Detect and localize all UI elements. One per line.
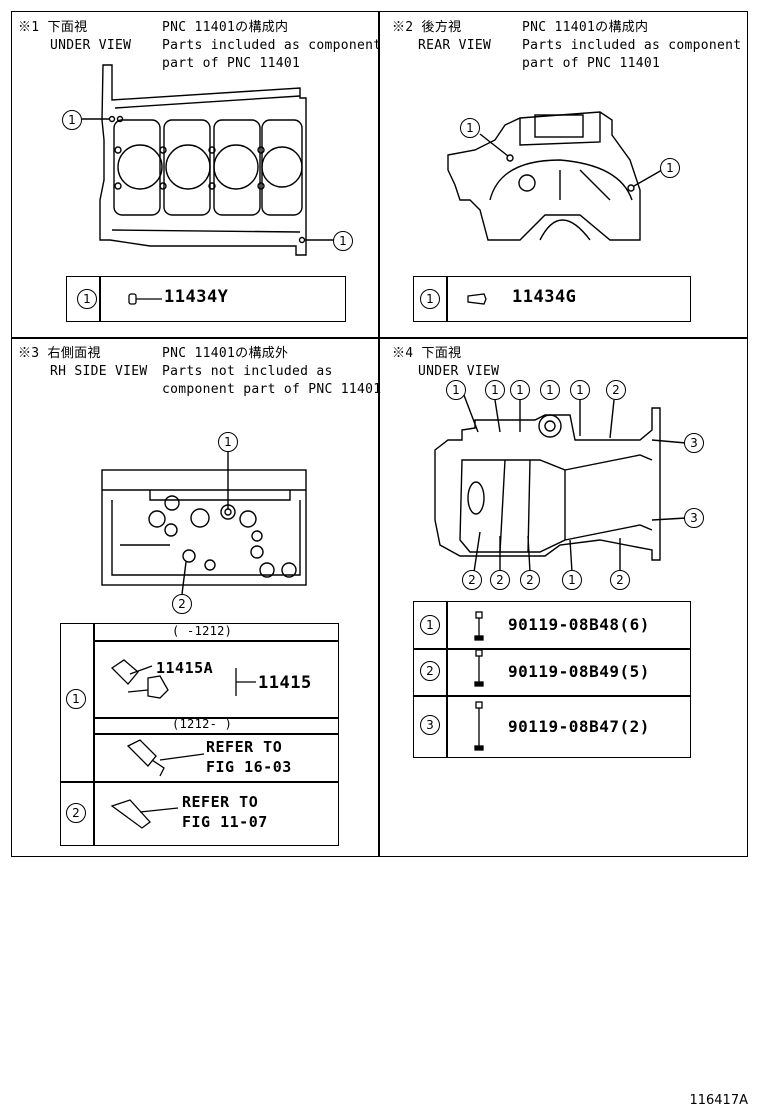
part-number: 90119-08B49(5) xyxy=(508,662,650,681)
table-divider xyxy=(446,277,448,321)
callout-1: 1 xyxy=(570,380,590,400)
callout-3: 3 xyxy=(684,433,704,453)
callout-1: 1 xyxy=(510,380,530,400)
part-number: 90119-08B47(2) xyxy=(508,717,650,736)
row-callout: 3 xyxy=(420,715,440,735)
table-divider xyxy=(446,602,448,757)
panel1-desc2: part of PNC 11401 xyxy=(162,56,301,71)
panel1-mark: ※1 下面視 xyxy=(18,20,88,35)
panel2-desc1: Parts included as component xyxy=(522,38,742,53)
panel3-pnc: PNC 11401の構成外 xyxy=(162,346,289,361)
vertical-divider xyxy=(378,11,380,857)
table-divider xyxy=(93,624,95,845)
row-callout-1: 1 xyxy=(66,689,86,709)
row-callout: 2 xyxy=(420,661,440,681)
pin-icon xyxy=(467,293,487,305)
part-number: 90119-08B48(6) xyxy=(508,615,650,634)
panel4-parts-table xyxy=(413,601,691,758)
panel3-desc2: component part of PNC 11401 xyxy=(162,382,382,397)
range-label-before: ( -1212) xyxy=(172,624,233,638)
row-callout-1: 1 xyxy=(77,289,97,309)
sensor-parts-drawing xyxy=(110,659,256,829)
row-callout: 1 xyxy=(420,615,440,635)
oil-pan-under-view-drawing xyxy=(434,389,687,573)
callout-1: 1 xyxy=(218,432,238,452)
panel1-parts-table xyxy=(66,276,346,322)
panel3-parts-table xyxy=(60,623,339,846)
plug-icon xyxy=(128,293,162,305)
row-callout-1: 1 xyxy=(420,289,440,309)
panel2-pnc: PNC 11401の構成内 xyxy=(522,20,649,35)
refer-link-line1[interactable]: REFER TO xyxy=(182,793,259,811)
part-number: 11434Y xyxy=(164,287,229,307)
table-divider xyxy=(93,640,338,642)
panel2-parts-table xyxy=(413,276,691,322)
panel4-view: UNDER VIEW xyxy=(418,364,500,379)
figure-id: 116417A xyxy=(689,1093,748,1108)
callout-2: 2 xyxy=(462,570,482,590)
panel3-desc1: Parts not included as xyxy=(162,364,333,379)
callout-1: 1 xyxy=(660,158,680,178)
panel3-mark: ※3 右側面視 xyxy=(18,346,101,361)
engine-block-under-view-drawing xyxy=(82,64,334,256)
callout-1: 1 xyxy=(485,380,505,400)
main-part-number: 11415 xyxy=(258,673,312,693)
table-divider xyxy=(93,717,338,719)
panel4-mark: ※4 下面視 xyxy=(392,346,462,361)
callout-1: 1 xyxy=(62,110,82,130)
callout-2: 2 xyxy=(610,570,630,590)
callout-2: 2 xyxy=(520,570,540,590)
callout-1: 1 xyxy=(460,118,480,138)
callout-1: 1 xyxy=(540,380,560,400)
range-label-after: (1212- ) xyxy=(172,717,233,731)
panel2-desc2: part of PNC 11401 xyxy=(522,56,661,71)
callout-1: 1 xyxy=(562,570,582,590)
callout-3: 3 xyxy=(684,508,704,528)
engine-block-side-view-drawing xyxy=(101,450,307,595)
panel2-mark: ※2 後方視 xyxy=(392,20,462,35)
row-callout-2: 2 xyxy=(66,803,86,823)
table-divider xyxy=(414,648,690,650)
panel2-view: REAR VIEW xyxy=(418,38,492,53)
callout-2: 2 xyxy=(606,380,626,400)
callout-1: 1 xyxy=(333,231,353,251)
callout-2: 2 xyxy=(172,594,192,614)
panel1-pnc: PNC 11401の構成内 xyxy=(162,20,289,35)
engine-block-rear-view-drawing xyxy=(447,111,663,241)
horizontal-divider xyxy=(11,337,748,339)
callout-1: 1 xyxy=(446,380,466,400)
panel1-desc1: Parts included as component xyxy=(162,38,382,53)
table-divider xyxy=(99,277,101,321)
diagram-frame xyxy=(11,11,748,857)
panel1-view: UNDER VIEW xyxy=(50,38,132,53)
refer-link-line1[interactable]: REFER TO xyxy=(206,738,283,756)
table-divider xyxy=(414,695,690,697)
callout-2: 2 xyxy=(490,570,510,590)
refer-link-line2[interactable]: FIG 11-07 xyxy=(182,813,268,831)
bolt-icons xyxy=(474,611,484,751)
panel3-view: RH SIDE VIEW xyxy=(50,364,148,379)
table-divider xyxy=(61,781,338,783)
table-divider xyxy=(93,733,338,735)
refer-link-line2[interactable]: FIG 16-03 xyxy=(206,758,292,776)
sub-part-number: 11415A xyxy=(156,659,214,677)
part-number: 11434G xyxy=(512,287,577,307)
